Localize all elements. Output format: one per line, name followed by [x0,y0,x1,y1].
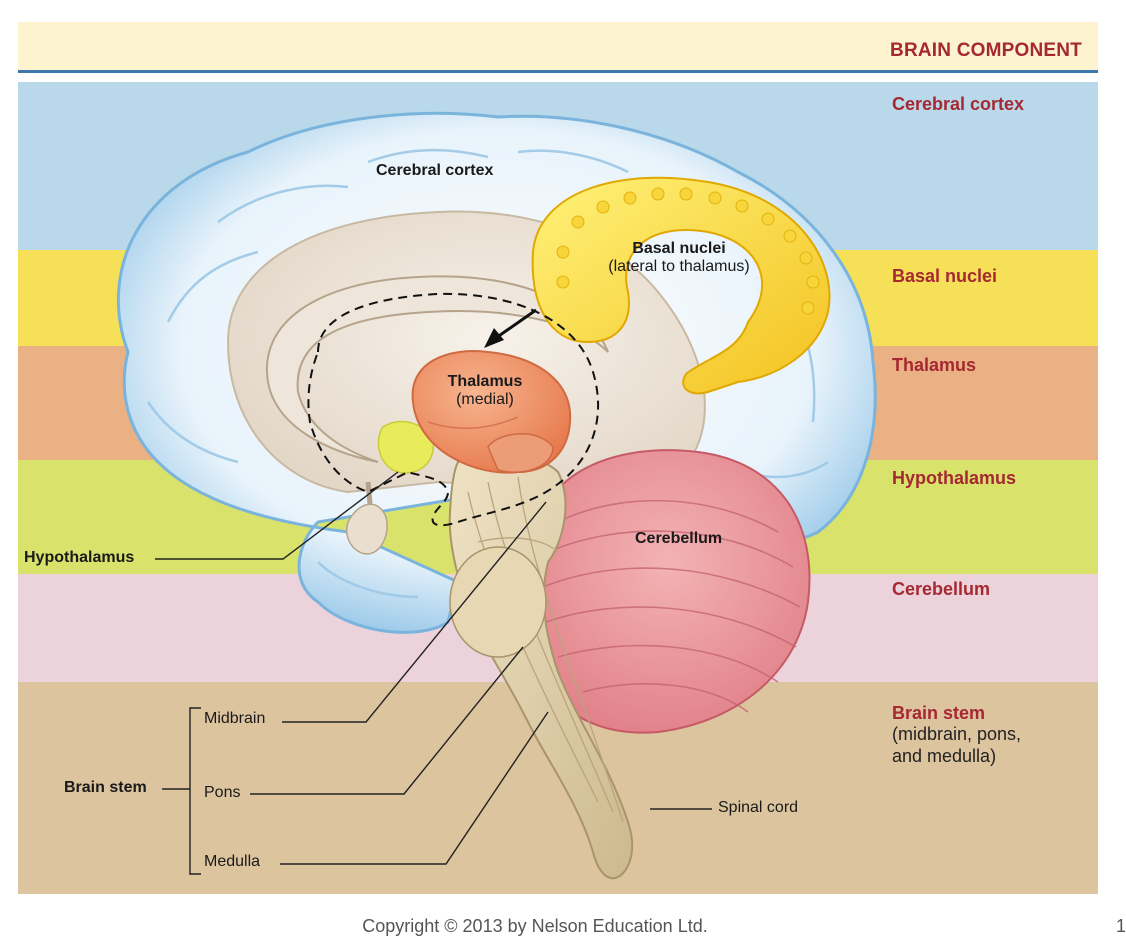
component-cerebral-cortex: Cerebral cortex [892,94,1025,114]
leader-lines [155,471,712,875]
brain-component-title: BRAIN COMPONENT [890,40,1082,61]
brain-illustration [116,111,877,880]
label-midbrain: Midbrain [204,710,266,727]
basal-nuclei-shape [531,176,831,395]
leader-medulla [280,711,549,865]
label-thalamus-sub: (medial) [456,391,514,408]
label-brain-stem: Brain stem [64,779,147,796]
limbic-dashed-outline [307,292,600,527]
pituitary-shape [346,503,388,555]
basal-nuclei-striations [556,187,820,315]
label-thalamus: Thalamus [447,373,523,390]
cerebellum-folia [542,499,801,713]
label-medulla: Medulla [204,853,261,870]
brain-stem-bracket [189,707,201,875]
component-hypothalamus: Hypothalamus [892,468,1017,488]
leader-midbrain [282,501,547,723]
component-basal-nuclei: Basal nuclei [892,266,998,286]
header-band [18,22,1098,70]
corpus-callosum-shape [265,275,609,463]
component-brain-stem-detail-2: and medulla) [892,746,997,766]
header-rule [18,70,1098,73]
label-basal-nuclei: Basal nuclei [632,240,726,257]
component-cerebellum: Cerebellum [892,579,991,599]
brain-component-figure: BRAIN COMPONENT Cerebral cortex Basal nu… [18,22,1098,894]
label-pons: Pons [204,784,241,801]
label-basal-nuclei-sub: (lateral to thalamus) [608,258,750,275]
page-number: 1 [1115,916,1126,936]
header-gap [18,73,1098,82]
label-spinal-cord: Spinal cord [718,799,799,816]
component-brain-stem: Brain stem [892,703,986,723]
leader-pons [250,646,524,795]
hypothalamus-shape [377,420,434,474]
leader-hypothalamus [155,471,399,560]
label-cerebral-cortex: Cerebral cortex [376,162,494,179]
component-thalamus: Thalamus [892,355,977,375]
label-cerebellum: Cerebellum [635,530,723,547]
component-brain-stem-detail-1: (midbrain, pons, [892,724,1022,744]
label-hypothalamus: Hypothalamus [24,549,135,566]
copyright-footer: Copyright © 2013 by Nelson Education Ltd… [362,916,708,936]
basal-to-thalamus-arrow [492,308,537,342]
pons-shape [449,546,547,658]
